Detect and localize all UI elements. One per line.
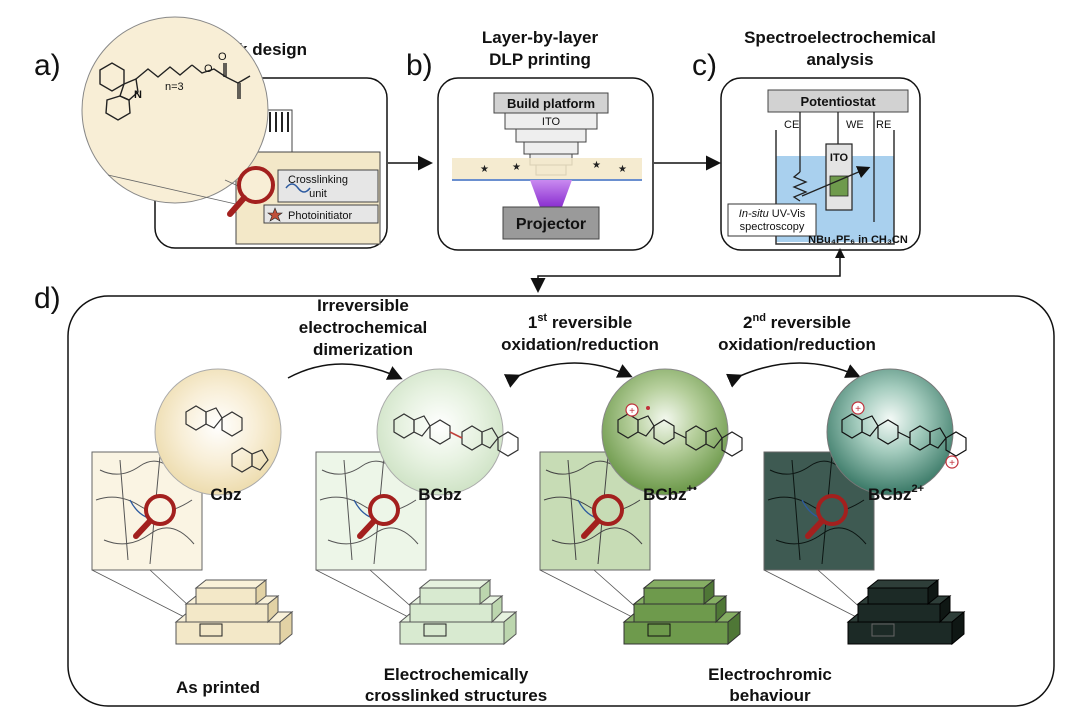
radical-dot-icon [646,406,650,410]
electrolyte-label: NBu₄PF₆ in CH₃CN [808,234,908,246]
connector-c-d-arrowhead [835,248,845,258]
ito-label: ITO [542,116,561,128]
step3-label-1: 2nd reversible [743,312,851,332]
panel-a-zoom-circle [81,16,269,204]
cbz-structure [185,405,269,473]
legend-crosslinking: Crosslinking [288,174,348,186]
ce-label: CE [784,119,799,131]
uv-vis-beam [801,166,871,197]
zoom-circle-4 [826,368,954,496]
panel-c-title-1: Spectroelectrochemical [744,28,936,47]
svg-text:★: ★ [618,164,627,175]
caption-crosslinked-2: crosslinked structures [365,686,547,705]
pyramid-1 [174,578,294,646]
species-label-3: BCbz+• [643,483,697,504]
stage-bcbz-dication: + + BCbz2+ [763,368,967,646]
cation-charge-plus: + [629,406,635,417]
crosslinking-unit-icon [285,183,311,193]
dimer-bond [449,431,463,439]
magnifier-3-icon [581,494,624,539]
legend-crosslinking-2: unit [309,188,327,200]
panel-d-letter: d) [34,282,61,315]
connector-c-d [530,252,841,293]
magnifier-4-icon [805,494,848,539]
resin-stars: ★ ★ ★ ★ [480,160,627,175]
re-label: RE [876,119,891,131]
printed-film-on-ito [829,175,849,197]
svg-text:★: ★ [512,162,521,173]
panel-b-title-1: Layer-by-layer [482,28,599,47]
cation-charge-icon [625,403,639,417]
uv-vis-label-2: spectroscopy [740,221,805,233]
uv-beam [530,180,572,207]
step1-label-3: dimerization [313,340,413,359]
monomer-o-atom-1: O [204,63,213,75]
cell-beaker [775,130,895,245]
uv-vis-label-1: In-situ UV-Vis [739,208,806,220]
legend-photoinitiator: Photoinitiator [288,210,353,222]
magnifier-2-icon [357,494,400,539]
monomer-subscript: n=3 [165,81,184,93]
we-ito-label: ITO [830,152,849,164]
monomer-n-atom: N [134,89,142,101]
potentiostat-label: Potentiostat [800,94,876,109]
stage-bcbz-radical-cation: + BCbz+• Electrochromic behaviour [539,368,832,705]
arrow-step1 [287,363,403,380]
pyramid-3 [622,578,742,646]
panel-a-letter: a) [34,49,61,82]
caption-as-printed: As printed [176,678,260,697]
dication-charge-2-plus: + [949,458,955,469]
zoom-circle-2 [376,368,504,496]
panel-c-letter: c) [692,49,717,82]
panel-c-title-2: analysis [806,50,873,69]
svg-text:★: ★ [480,164,489,175]
panel-d: d) Irreversible electrochemical dimeriza… [34,282,1055,707]
magnifier-1-icon [133,494,176,539]
stage-bcbz: BCbz Electrochemically crosslinked struc… [315,368,547,705]
dication-charge-1-plus: + [855,404,861,415]
photoinitiator-star-icon [267,207,283,222]
panel-b-title-2: DLP printing [489,50,591,69]
step1-label-2: electrochemical [299,318,428,337]
resin-vat [452,158,642,180]
caption-electrochromic-2: behaviour [729,686,811,705]
panel-b-letter: b) [406,49,433,82]
counter-electrode [792,171,808,202]
arrow-step3 [726,362,861,388]
projector-label: Projector [516,216,586,233]
we-label: WE [846,119,864,131]
caption-crosslinked-1: Electrochemically [384,665,529,684]
projector [502,206,600,240]
monomer-o-atom-2: O [218,51,227,63]
pyramid-4 [846,578,966,646]
species-label-4: BCbz2+ [868,483,924,504]
panel-a: a) Ink design Crosslinking unit Photoini… [34,16,388,249]
svg-text:★: ★ [592,160,601,171]
step2-label-2: oxidation/reduction [501,335,659,354]
species-label-1: Cbz [210,485,241,504]
dication-charge-2-icon [945,455,959,469]
panel-c: c) Spectroelectrochemical analysis Poten… [692,28,936,251]
arrow-step2 [503,362,633,388]
zoom-circle-1 [154,368,282,496]
stage-as-printed: Cbz As printed [91,368,294,697]
monomer-structure [99,62,251,121]
pyramid-2 [398,578,518,646]
zoom-circle-3 [601,368,729,496]
build-platform-label: Build platform [507,96,595,111]
uv-vis-box [727,203,817,237]
caption-electrochromic-1: Electrochromic [708,665,832,684]
bcbz-dication-structure [841,413,967,457]
dication-charge-1-icon [851,401,865,415]
panel-a-legend: Crosslinking unit Photoinitiator [263,169,379,224]
bcbz-structure [393,413,519,457]
step3-label-2: oxidation/reduction [718,335,876,354]
species-label-2: BCbz [418,485,461,504]
step1-label-1: Irreversible [317,296,409,315]
magnifier-icon [227,166,275,217]
panel-b: b) Layer-by-layer DLP printing Build pla… [406,28,654,251]
step2-label-1: 1st reversible [528,312,632,332]
